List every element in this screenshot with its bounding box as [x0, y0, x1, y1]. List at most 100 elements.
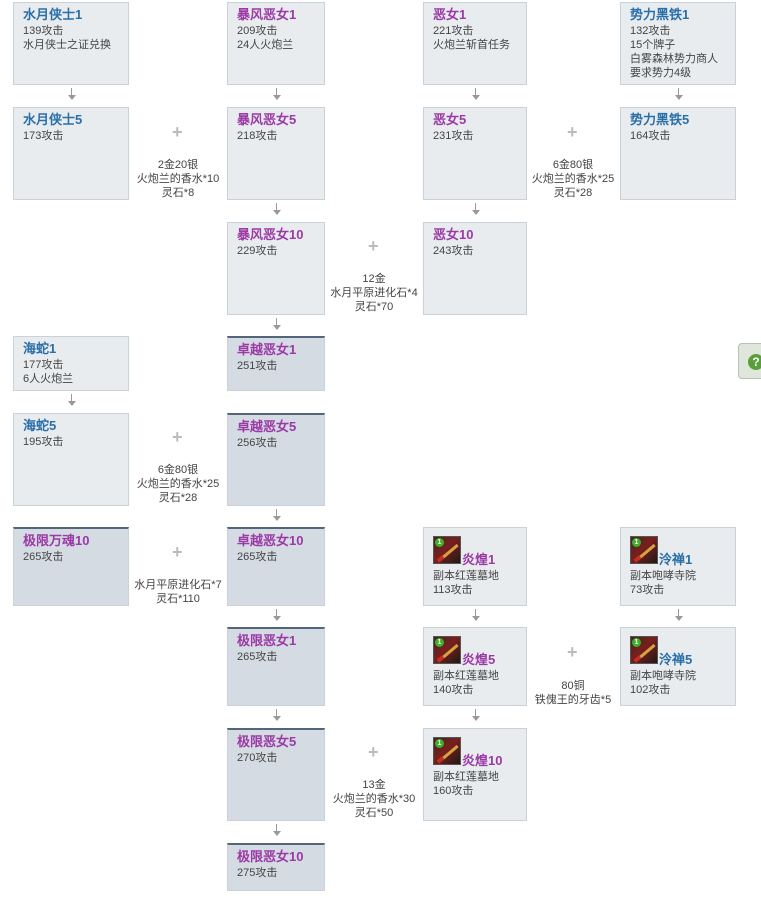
- plus-icon: +: [172, 542, 183, 562]
- node-source: 水月侠士之证兑换: [23, 39, 111, 51]
- node-source: 副本红莲墓地: [433, 570, 499, 582]
- node-title: 卓越恶女1: [237, 342, 297, 357]
- node-attack: 256攻击: [237, 437, 278, 449]
- cost-line: 铁傀王的牙齿*5: [534, 694, 612, 706]
- node-title: 海蛇1: [23, 341, 57, 356]
- node-source: 6人火炮兰: [23, 373, 74, 385]
- node-title: 极限万魂10: [23, 533, 90, 548]
- cost-line: 火炮兰的香水*10: [136, 173, 220, 185]
- node-jixian-5[interactable]: 极限恶女5 270攻击: [227, 728, 325, 821]
- cost-line: 火炮兰的香水*30: [332, 793, 416, 805]
- cost-line: 2金20银: [157, 159, 199, 171]
- plus-icon: +: [567, 642, 578, 662]
- node-source: 24人火炮兰: [237, 39, 294, 51]
- node-jixian-10[interactable]: 极限恶女10 275攻击: [227, 843, 325, 891]
- upgrade-cost: 6金80银 火炮兰的香水*25 灵石*28: [126, 463, 230, 505]
- node-title: 海蛇5: [23, 418, 57, 433]
- cost-line: 13金: [362, 779, 386, 791]
- node-lengchan-1[interactable]: 1 泠禅1 副本咆哮寺院 73攻击: [620, 527, 736, 606]
- node-title: 极限恶女5: [237, 734, 297, 749]
- node-yanhuang-1[interactable]: 1 炎煌1 副本红莲墓地 113攻击: [423, 527, 527, 606]
- node-lengchan-5[interactable]: 1 泠禅5 副本咆哮寺院 102攻击: [620, 627, 736, 706]
- node-enu-10[interactable]: 恶女10 243攻击: [423, 222, 527, 315]
- node-zhuoyue-1[interactable]: 卓越恶女1 251攻击: [227, 336, 325, 391]
- node-baofeng-5[interactable]: 暴风恶女5 218攻击: [227, 107, 325, 200]
- node-title: 恶女1: [433, 7, 467, 22]
- plus-icon: +: [172, 122, 183, 142]
- node-title: 炎煌1: [462, 552, 496, 567]
- node-source: 白雾森林势力商人: [630, 53, 718, 65]
- node-source: 副本红莲墓地: [433, 670, 499, 682]
- node-attack: 251攻击: [237, 360, 278, 372]
- badge-icon: 1: [632, 538, 641, 547]
- node-attack: 132攻击: [630, 25, 671, 37]
- node-attack: 177攻击: [23, 359, 64, 371]
- node-haishe-1[interactable]: 海蛇1 177攻击 6人火炮兰: [13, 336, 129, 391]
- node-title: 势力黑铁5: [630, 112, 690, 127]
- cost-line: 火炮兰的香水*25: [531, 173, 615, 185]
- node-attack: 139攻击: [23, 25, 64, 37]
- node-yanhuang-10[interactable]: 1 炎煌10 副本红莲墓地 160攻击: [423, 728, 527, 821]
- upgrade-cost: 80铜 铁傀王的牙齿*5: [521, 679, 625, 707]
- node-jixian-wanhun-10[interactable]: 极限万魂10 265攻击: [13, 527, 129, 606]
- node-source: 15个牌子: [630, 39, 676, 51]
- node-baofeng-1[interactable]: 暴风恶女1 209攻击 24人火炮兰: [227, 2, 325, 85]
- node-yanhuang-5[interactable]: 1 炎煌5 副本红莲墓地 140攻击: [423, 627, 527, 706]
- badge-icon: 1: [435, 538, 444, 547]
- node-title: 炎煌5: [462, 652, 496, 667]
- help-icon: ?: [748, 354, 761, 370]
- node-source: 副本咆哮寺院: [630, 570, 696, 582]
- cost-line: 灵石*70: [354, 301, 394, 313]
- plus-icon: +: [172, 427, 183, 447]
- node-attack: 221攻击: [433, 25, 474, 37]
- badge-icon: 1: [435, 739, 444, 748]
- node-attack: 265攻击: [23, 551, 64, 563]
- node-attack: 265攻击: [237, 551, 278, 563]
- node-shuiyue-5[interactable]: 水月侠士5 173攻击: [13, 107, 129, 200]
- node-attack: 229攻击: [237, 245, 278, 257]
- weapon-icon: 1: [433, 636, 461, 664]
- node-attack: 73攻击: [630, 584, 665, 596]
- upgrade-cost: 13金 火炮兰的香水*30 灵石*50: [322, 778, 426, 820]
- upgrade-cost: 6金80银 火炮兰的香水*25 灵石*28: [521, 158, 625, 200]
- help-button[interactable]: ?: [738, 343, 761, 379]
- upgrade-cost: 水月平原进化石*7 灵石*110: [126, 578, 230, 606]
- node-title: 水月侠士5: [23, 112, 83, 127]
- node-title: 水月侠士1: [23, 7, 83, 22]
- node-enu-1[interactable]: 恶女1 221攻击 火炮兰斩首任务: [423, 2, 527, 85]
- node-title: 卓越恶女10: [237, 533, 304, 548]
- node-shuiyue-1[interactable]: 水月侠士1 139攻击 水月侠士之证兑换: [13, 2, 129, 85]
- node-title: 炎煌10: [462, 753, 503, 768]
- node-heitie-5[interactable]: 势力黑铁5 164攻击: [620, 107, 736, 200]
- weapon-icon: 1: [630, 536, 658, 564]
- node-source: 火炮兰斩首任务: [433, 39, 510, 51]
- node-enu-5[interactable]: 恶女5 231攻击: [423, 107, 527, 200]
- node-attack: 243攻击: [433, 245, 474, 257]
- node-attack: 231攻击: [433, 130, 474, 142]
- node-attack: 173攻击: [23, 130, 64, 142]
- cost-line: 灵石*50: [354, 807, 394, 819]
- node-title: 极限恶女10: [237, 849, 304, 864]
- node-heitie-1[interactable]: 势力黑铁1 132攻击 15个牌子 白雾森林势力商人 要求势力4级: [620, 2, 736, 85]
- node-attack: 209攻击: [237, 25, 278, 37]
- upgrade-cost: 2金20银 火炮兰的香水*10 灵石*8: [126, 158, 230, 200]
- node-zhuoyue-10[interactable]: 卓越恶女10 265攻击: [227, 527, 325, 606]
- node-title: 暴风恶女5: [237, 112, 297, 127]
- node-title: 暴风恶女10: [237, 227, 304, 242]
- node-haishe-5[interactable]: 海蛇5 195攻击: [13, 413, 129, 506]
- node-jixian-1[interactable]: 极限恶女1 265攻击: [227, 627, 325, 706]
- node-baofeng-10[interactable]: 暴风恶女10 229攻击: [227, 222, 325, 315]
- node-title: 暴风恶女1: [237, 7, 297, 22]
- cost-line: 6金80银: [157, 464, 199, 476]
- node-attack: 140攻击: [433, 684, 474, 696]
- weapon-icon: 1: [630, 636, 658, 664]
- badge-icon: 1: [632, 638, 641, 647]
- cost-line: 灵石*28: [553, 187, 593, 199]
- node-zhuoyue-5[interactable]: 卓越恶女5 256攻击: [227, 413, 325, 506]
- node-attack: 270攻击: [237, 752, 278, 764]
- upgrade-cost: 12金 水月平原进化石*4 灵石*70: [322, 272, 426, 314]
- node-title: 恶女10: [433, 227, 474, 242]
- node-title: 恶女5: [433, 112, 467, 127]
- cost-line: 6金80银: [552, 159, 594, 171]
- plus-icon: +: [368, 236, 379, 256]
